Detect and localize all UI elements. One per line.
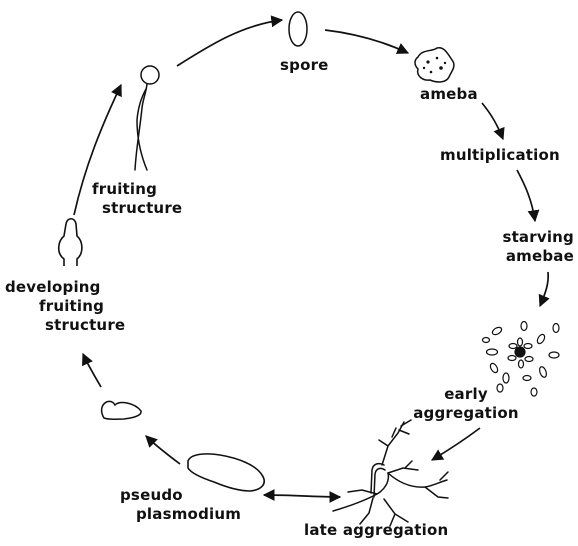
- label-early-line1: early: [444, 385, 488, 403]
- arrow-multiplication-to-starving: [516, 169, 540, 223]
- label-pseudo-plasmodium: pseudo plasmodium: [120, 486, 260, 524]
- fruiting-structure-drawing: [134, 65, 160, 171]
- label-starving-line2: amebae: [505, 247, 574, 265]
- arrow-starving-to-early: [538, 271, 550, 308]
- label-fruiting-line2: structure: [102, 199, 183, 217]
- label-spore: spore: [280, 56, 329, 74]
- label-pseudo-line2: plasmodium: [136, 505, 242, 523]
- label-early-line2: aggregation: [413, 404, 519, 422]
- label-starving-amebae: starving amebae: [480, 228, 574, 266]
- spore-drawing: [288, 11, 308, 47]
- arrow-culminant-to-developing: [82, 352, 102, 388]
- label-developing-fruiting-structure: developing fruiting structure: [5, 278, 155, 335]
- arrow-ameba-to-multiplication: [481, 102, 505, 141]
- pseudoplasmodium-drawing: [187, 453, 265, 492]
- label-developing-line2: fruiting: [39, 297, 105, 315]
- label-developing-line1: developing: [5, 278, 101, 296]
- late-aggregation-drawing: [332, 419, 449, 527]
- arrow-early-to-late: [430, 427, 481, 461]
- arrow-developing-to-fruiting: [73, 83, 122, 216]
- culminant-drawing: [100, 400, 142, 420]
- ameba-drawing: [414, 46, 455, 83]
- label-ameba: ameba: [420, 85, 478, 103]
- label-pseudo-line1: pseudo: [120, 486, 183, 504]
- label-fruiting-structure: fruiting structure: [92, 180, 202, 218]
- arrow-fruiting-to-spore: [176, 15, 284, 67]
- arrow-pseudo-to-culminant: [145, 435, 181, 465]
- early-aggregation-drawing: [481, 320, 560, 397]
- label-early-aggregation: early aggregation: [404, 385, 528, 423]
- cycle-arrows: [73, 15, 550, 503]
- label-multiplication: multiplication: [440, 146, 560, 164]
- label-fruiting-line1: fruiting: [92, 180, 158, 198]
- arrow-spore-to-ameba: [324, 29, 410, 54]
- arrow-late-to-pseudo: [262, 489, 342, 503]
- developing-fruiting-structure-drawing: [57, 217, 83, 266]
- label-late-aggregation: late aggregation: [304, 521, 449, 539]
- label-starving-line1: starving: [502, 228, 574, 246]
- label-developing-line3: structure: [45, 316, 126, 334]
